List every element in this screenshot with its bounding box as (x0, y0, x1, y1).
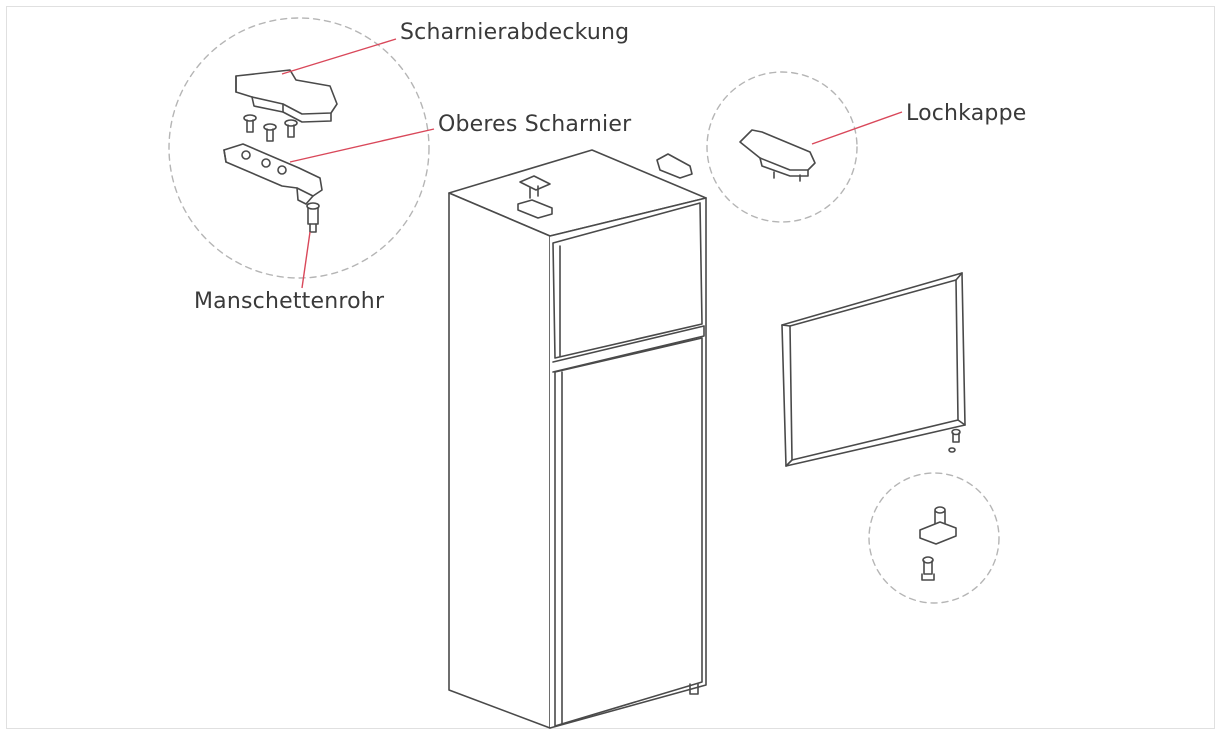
bottom-hinge-pin-part (919, 506, 957, 581)
hinge-cover-label: Scharnierabdeckung (400, 20, 630, 45)
leader-hinge-cover (281, 38, 397, 75)
upper-hinge-label: Oberes Scharnier (438, 112, 632, 137)
leader-upper-hinge (289, 128, 435, 163)
hole-cap-label: Lochkappe (906, 101, 1027, 126)
separated-door (781, 272, 966, 467)
leader-hole-cap (811, 111, 903, 145)
hole-cap-detail-circle (706, 71, 858, 223)
sleeve-tube-part (306, 202, 320, 233)
hinge-cover-part (235, 69, 338, 123)
sleeve-tube-label: Manschettenrohr (194, 289, 385, 314)
refrigerator-body (448, 149, 707, 729)
leader-lines (281, 38, 903, 289)
upper-hinge-part (223, 143, 323, 205)
bottom-hinge-detail-circle (868, 472, 1000, 604)
hinge-screws (243, 114, 298, 142)
leader-sleeve-tube (301, 231, 311, 289)
hinge-detail-circle (168, 17, 430, 279)
hole-cap-part (739, 129, 816, 182)
